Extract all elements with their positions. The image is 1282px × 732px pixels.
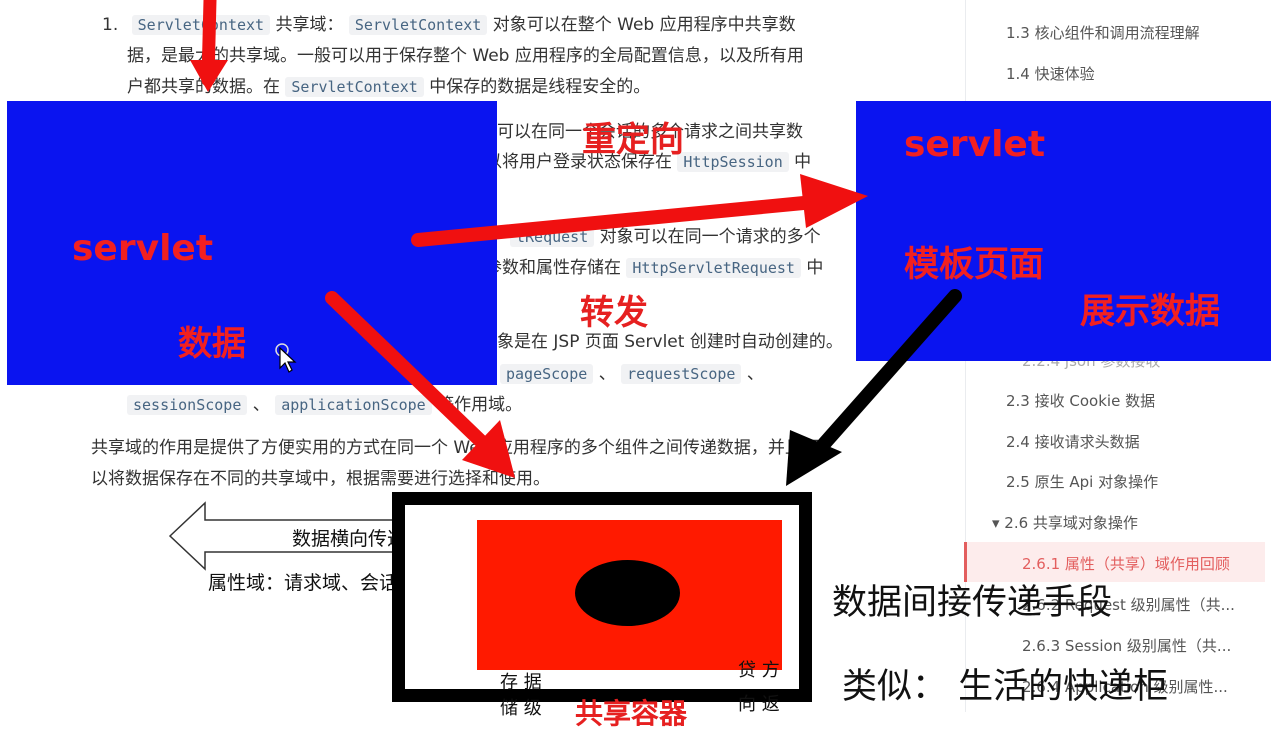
bottom-fragment: 贷 方 (738, 660, 780, 681)
toc-item[interactable]: 2.3 接收 Cookie 数据 (1006, 392, 1156, 410)
text-line: 参数和属性存储在 HttpServletRequest 中 (485, 256, 823, 280)
bottom-fragment: 存 据 (500, 672, 542, 693)
toc-item-active[interactable]: 2.6.1 属性（共享）域作用回顾 (1022, 555, 1230, 573)
text: 共享域： (275, 15, 344, 35)
text-line: pageScope 、 requestScope 、 (500, 362, 764, 386)
courier-locker-note: 类似： 生活的快递柜 (842, 667, 1169, 707)
black-data-arrow (786, 289, 962, 486)
toc-item[interactable]: 1.3 核心组件和调用流程理解 (1006, 24, 1200, 42)
inline-code: sessionScope (127, 395, 248, 415)
left-servlet-label: servlet (72, 228, 214, 269)
paragraph-line: 共享域的作用是提供了方便实用的方式在同一个 Web 应用程序的多个组件之间传递数… (91, 438, 819, 458)
arrow-label: 数据横向传递 (292, 528, 407, 550)
redirect-arrow (411, 174, 868, 247)
list-item-servletcontext: 1. ServletContext 共享域： ServletContext 对象… (102, 13, 796, 37)
text: 中 (806, 258, 824, 278)
text: 中保存的数据是线程安全的。 (429, 77, 651, 97)
text-line: 象可以在同一个会话的多个请求之间共享数 (480, 122, 803, 142)
text: 、 (598, 364, 616, 384)
toc-item-expanded[interactable]: ▾ 2.6 共享域对象操作 (992, 514, 1138, 532)
text-line: 以将用户登录状态保存在 HttpSession 中 (485, 150, 811, 174)
mouse-cursor-icon (275, 343, 297, 373)
inline-code: ServletContext (348, 15, 488, 35)
inline-code: ServletContext (131, 15, 271, 35)
right-servlet-box (856, 101, 1271, 361)
text: 对象可以在同一个请求的多个 (599, 227, 821, 247)
redirect-label: 重定向 (582, 120, 684, 160)
bottom-fragment: 向 返 (738, 694, 780, 715)
text: 中 (794, 152, 812, 172)
inline-code: requestScope (621, 364, 742, 384)
inline-code: applicationScope (275, 395, 432, 415)
paragraph-line: 以将数据保存在不同的共享域中，根据需要进行选择和使用。 (91, 469, 550, 489)
template-page-label: 模板页面 (904, 244, 1045, 285)
toc-item[interactable]: 2.6.3 Session 级别属性（共... (1022, 637, 1232, 655)
inline-code: HttpServletRequest (626, 258, 801, 278)
text-line: 户都共享的数据。在 ServletContext 中保存的数据是线程安全的。 (127, 75, 650, 99)
inline-code: ServletContext (285, 77, 424, 97)
forward-label: 转发 (580, 293, 648, 333)
inline-code: pageScope (500, 364, 594, 384)
toc-item[interactable]: 2.6.4 Application 级别属性... (1022, 678, 1228, 696)
text: 对象可以在整个 Web 应用程序中共享数 (492, 15, 796, 35)
toc-item[interactable]: 2.6.2 Request 级别属性（共... (1022, 596, 1235, 614)
article-content: 1. ServletContext 共享域： ServletContext 对象… (91, 13, 843, 489)
toc-item[interactable]: 2.4 接收请求头数据 (1006, 433, 1140, 451)
text-line: 据，是最大的共享域。一般可以用于保存整个 Web 应用程序的全局配置信息，以及所… (127, 46, 804, 66)
shared-container-ellipse (575, 560, 680, 626)
text: 以将用户登录状态保存在 (485, 152, 672, 172)
text: 参数和属性存储在 (485, 258, 621, 278)
top-down-arrow (190, 0, 228, 92)
show-data-label: 展示数据 (1080, 291, 1221, 332)
toc-item[interactable]: 1.4 快速体验 (1006, 65, 1095, 83)
forward-arrow (325, 291, 515, 478)
attribute-domain-label: 属性域：请求域、会话域、 (208, 572, 437, 594)
annotation-arrows (190, 0, 962, 486)
left-data-label: 数据 (178, 324, 246, 364)
text: 、 (746, 364, 764, 384)
text: 、 (252, 395, 270, 415)
toc-active-highlight (964, 542, 1265, 582)
indirect-transfer-note: 数据间接传递手段 (832, 583, 1113, 623)
text-line: 象是在 JSP 页面 Servlet 创建时自动创建的。 (497, 332, 843, 352)
text: 户都共享的数据。在 (127, 77, 280, 97)
inline-code: HttpSession (677, 152, 789, 172)
right-servlet-label: servlet (904, 124, 1046, 165)
list-number: 1. (102, 15, 119, 35)
toc-item[interactable]: 2.5 原生 Api 对象操作 (1006, 473, 1159, 491)
